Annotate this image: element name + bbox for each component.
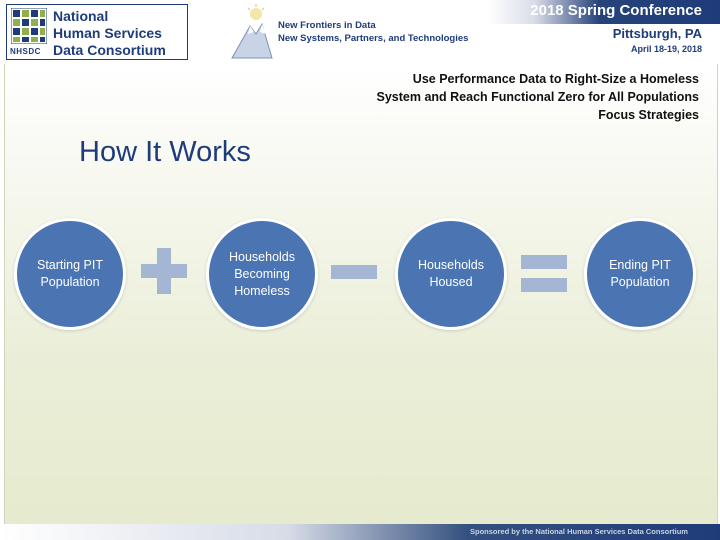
conference-banner: 2018 Spring Conference [488,0,720,24]
equals-top-bar [521,255,567,269]
starting-pit-population-circle: Starting PIT Population [14,218,126,330]
mountain-peak-icon [231,4,273,59]
slide-subtitle-line-2: System and Reach Functional Zero for All… [376,90,700,104]
circle-label: Ending PIT Population [609,258,671,289]
org-name-line-2: Human Services [53,25,162,41]
circle-label: Households Becoming Homeless [228,249,295,298]
conference-location: Pittsburgh, PA [612,26,702,41]
equals-bottom-bar [521,278,567,292]
slide-subtitle: Use Performance Data to Right-Size a Hom… [377,70,700,124]
conference-dates: April 18-19, 2018 [630,44,702,54]
conference-title: 2018 Spring Conference [530,2,702,19]
households-becoming-homeless-circle: Households Becoming Homeless [206,218,318,330]
plus-vertical-bar [157,248,171,294]
sponsor-footer: Sponsored by the National Human Services… [0,524,720,540]
sponsor-text: Sponsored by the National Human Services… [470,527,688,536]
households-housed-circle: Households Housed [395,218,507,330]
theme-subtitle: New Systems, Partners, and Technologies [278,33,469,44]
slide-subtitle-line-3: Focus Strategies [598,108,699,122]
org-name-line-1: National [53,8,109,24]
theme-title: New Frontiers in Data [278,20,376,31]
org-name-line-3: Data Consortium [53,42,166,58]
ending-pit-population-circle: Ending PIT Population [584,218,696,330]
nhsdc-logo: NHSDC National Human Services Data Conso… [6,4,188,60]
slide-subtitle-line-1: Use Performance Data to Right-Size a Hom… [412,72,699,86]
conference-header: NHSDC National Human Services Data Conso… [0,0,720,64]
slide-title: How It Works [79,136,251,168]
logo-grid-icon [11,8,47,44]
circle-label: Starting PIT Population [37,258,103,289]
minus-operator [331,265,377,279]
logo-abbrev: NHSDC [10,47,41,56]
slide-body: Use Performance Data to Right-Size a Hom… [4,64,718,524]
circle-label: Households Housed [417,258,484,289]
